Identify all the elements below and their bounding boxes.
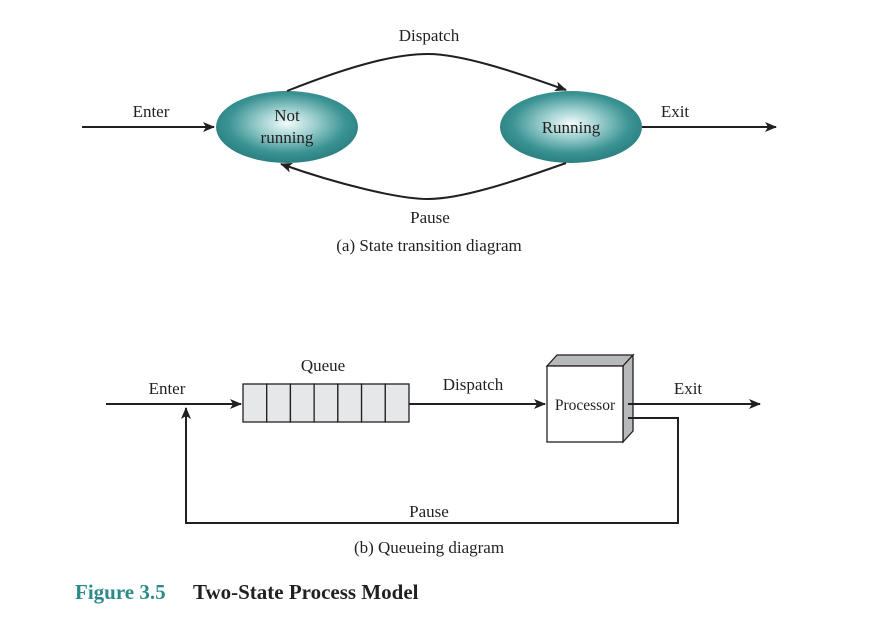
processor-side-face <box>622 353 634 444</box>
not-running-state <box>216 91 358 163</box>
dispatch-label-b: Dispatch <box>443 375 504 394</box>
exit-label: Exit <box>661 102 690 121</box>
queue-cell <box>360 383 386 423</box>
processor-label: Processor <box>555 397 616 414</box>
dispatch-arrow <box>286 52 567 92</box>
running-state <box>500 91 642 163</box>
exit-label-b: Exit <box>674 379 703 398</box>
enter-label: Enter <box>133 102 170 121</box>
queue-cell <box>242 383 268 423</box>
caption-a: (a) State transition diagram <box>336 236 522 255</box>
processor-top-face <box>545 354 635 367</box>
pause-label: Pause <box>410 208 450 227</box>
caption-b: (b) Queueing diagram <box>354 538 504 557</box>
queue-cell <box>266 383 292 423</box>
processor: Processor <box>545 353 635 444</box>
figure-caption: Figure 3.5 Two-State Process Model <box>75 580 419 604</box>
pause-arrow <box>280 162 567 201</box>
queue <box>242 383 410 423</box>
figure-title: Two-State Process Model <box>193 580 419 604</box>
enter-label-b: Enter <box>149 379 186 398</box>
queueing-diagram: Enter Queue Dispatch Processor Exit Paus… <box>106 353 761 557</box>
queue-label: Queue <box>301 356 345 375</box>
queue-cell <box>289 383 315 423</box>
running-label: Running <box>542 118 601 137</box>
pause-loop-arrow <box>181 407 679 524</box>
queue-cell <box>313 383 339 423</box>
not-running-label-line1: Not <box>274 106 300 125</box>
pause-label-b: Pause <box>409 502 449 521</box>
state-transition-diagram: Enter Not running Running Dispatch Pause… <box>82 26 777 255</box>
processor-front-face <box>546 365 624 443</box>
figure-number: Figure 3.5 <box>75 580 166 604</box>
queue-cell <box>384 383 410 423</box>
not-running-label-line2: running <box>261 128 314 147</box>
dispatch-label: Dispatch <box>399 26 460 45</box>
queue-cell <box>337 383 363 423</box>
